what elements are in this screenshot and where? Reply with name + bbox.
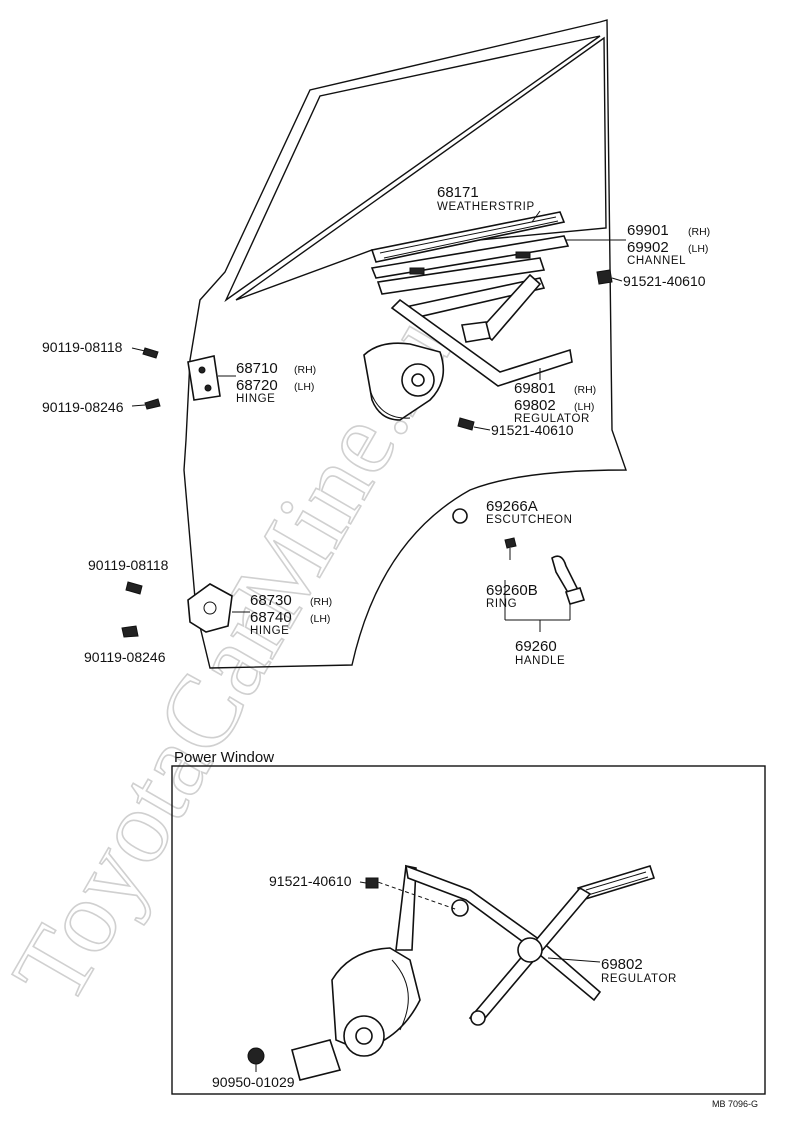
regulator-rh-number: 69801 <box>514 380 556 397</box>
lower-hinge-bolt-top-number: 90119-08118 <box>88 557 169 573</box>
channel-bolt-drawing <box>596 269 613 285</box>
regulator-rh-side: (RH) <box>574 384 596 396</box>
upper-hinge-bolt-top-number: 90119-08118 <box>42 339 123 355</box>
channel-lh-number: 69902 <box>627 239 669 256</box>
ring-drawing <box>504 537 517 549</box>
lower-hinge-lh-number: 68740 <box>250 609 292 626</box>
lower-hinge-bolt-bottom-number: 90119-08246 <box>84 649 166 665</box>
lower-hinge-name: HINGE <box>250 625 289 637</box>
power-window-frame <box>171 765 766 1095</box>
upper-hinge-rh-number: 68710 <box>236 360 278 377</box>
channel-rh-side: (RH) <box>688 226 710 238</box>
power-window-title: Power Window <box>174 749 274 766</box>
power-window-regulator-number: 69802 <box>601 956 643 973</box>
handle-drawing <box>551 555 586 605</box>
channel-bolt-number: 91521-40610 <box>623 273 706 289</box>
lower-hinge-rh-side: (RH) <box>310 596 332 608</box>
upper-hinge-rh-side: (RH) <box>294 364 316 376</box>
escutcheon-name: ESCUTCHEON <box>486 514 573 526</box>
power-bolt-drawing <box>365 877 379 889</box>
power-window-bolt-number: 91521-40610 <box>269 873 352 889</box>
weatherstrip-name: WEATHERSTRIP <box>437 201 535 213</box>
channel-name: CHANNEL <box>627 255 686 267</box>
leader-lines <box>131 210 626 632</box>
weatherstrip-drawing <box>370 211 566 263</box>
handle-name: HANDLE <box>515 655 565 667</box>
lower-hinge-drawing <box>187 583 233 633</box>
power-regulator-drawing <box>291 864 656 1081</box>
power-window-nut-number: 90950-01029 <box>212 1074 295 1090</box>
lower-hinge-bolts <box>121 581 143 638</box>
power-window-regulator-name: REGULATOR <box>601 973 677 985</box>
channel-rh-number: 69901 <box>627 222 669 239</box>
escutcheon-number: 69266A <box>486 498 538 515</box>
upper-hinge-bolts <box>142 347 161 410</box>
upper-hinge-bolt-bottom-number: 90119-08246 <box>42 399 124 415</box>
regulator-lh-side: (LH) <box>574 401 594 413</box>
upper-hinge-drawing <box>187 355 221 401</box>
regulator-bolt-drawing <box>457 417 475 431</box>
regulator-drawing <box>363 273 573 421</box>
upper-hinge-name: HINGE <box>236 393 275 405</box>
regulator-bolt-number: 91521-40610 <box>491 422 574 438</box>
upper-hinge-lh-side: (LH) <box>294 381 314 393</box>
ring-number: 69260B <box>486 582 538 599</box>
upper-hinge-lh-number: 68720 <box>236 377 278 394</box>
lower-hinge-rh-number: 68730 <box>250 592 292 609</box>
regulator-name: REGULATOR <box>514 413 590 425</box>
channel-drawing <box>370 235 570 295</box>
channel-lh-side: (LH) <box>688 243 708 255</box>
regulator-lh-number: 69802 <box>514 397 556 414</box>
ring-name: RING <box>486 598 517 610</box>
power-leader-lines <box>255 881 601 1072</box>
power-nut-drawing <box>247 1047 265 1065</box>
handle-number: 69260 <box>515 638 557 655</box>
lower-hinge-lh-side: (LH) <box>310 613 330 625</box>
figure-code: MB 7096-G <box>712 1099 758 1109</box>
weatherstrip-part-number: 68171 <box>437 184 479 201</box>
escutcheon-drawing <box>452 508 468 524</box>
